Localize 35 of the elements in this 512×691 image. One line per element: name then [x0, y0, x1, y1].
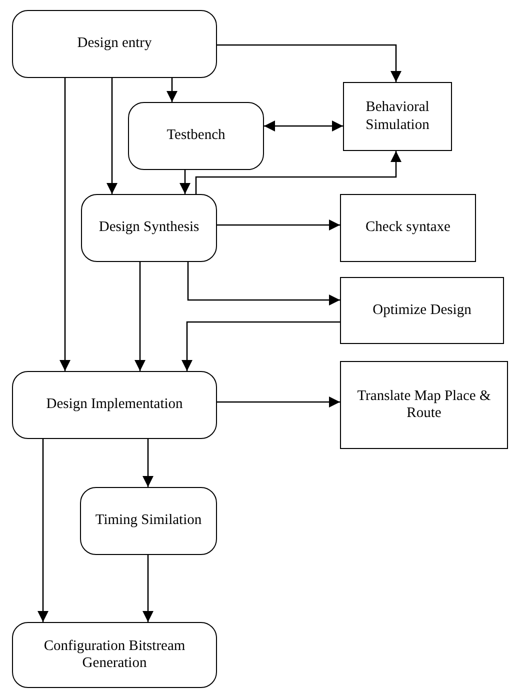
arrow — [142, 439, 154, 487]
arrow — [134, 262, 146, 371]
arrow — [60, 78, 70, 371]
node-label: Check syntaxe — [366, 219, 450, 237]
node-label: Design entry — [77, 35, 152, 53]
arrow — [187, 262, 340, 306]
node-label: Design Synthesis — [98, 219, 200, 237]
arrow — [142, 555, 154, 622]
arrow — [180, 170, 190, 194]
arrow — [264, 120, 343, 132]
process-box — [81, 194, 217, 262]
node-label: Testbench — [166, 127, 226, 145]
arrow — [182, 321, 340, 371]
node-label: Configuration Bitstream Generation — [42, 638, 186, 672]
step-box — [340, 194, 476, 262]
process-box — [80, 487, 217, 555]
process-box — [12, 10, 217, 78]
arrow — [195, 151, 402, 194]
node-label: Timing Similation — [95, 512, 202, 530]
arrow — [217, 44, 402, 82]
arrow — [217, 396, 340, 408]
process-box — [12, 371, 217, 439]
step-box — [343, 82, 452, 151]
node-label: Translate Map Place & Route — [356, 388, 492, 422]
node-label: Optimize Design — [372, 302, 472, 320]
step-box — [340, 361, 508, 449]
step-box — [340, 277, 504, 344]
arrow — [38, 439, 48, 622]
arrow — [106, 78, 118, 194]
arrow — [217, 220, 340, 230]
node-label: Behavioral Simulation — [364, 99, 430, 134]
process-box — [128, 102, 264, 170]
process-box — [12, 622, 217, 688]
arrow — [166, 78, 178, 102]
node-label: Design Implementation — [46, 396, 183, 414]
